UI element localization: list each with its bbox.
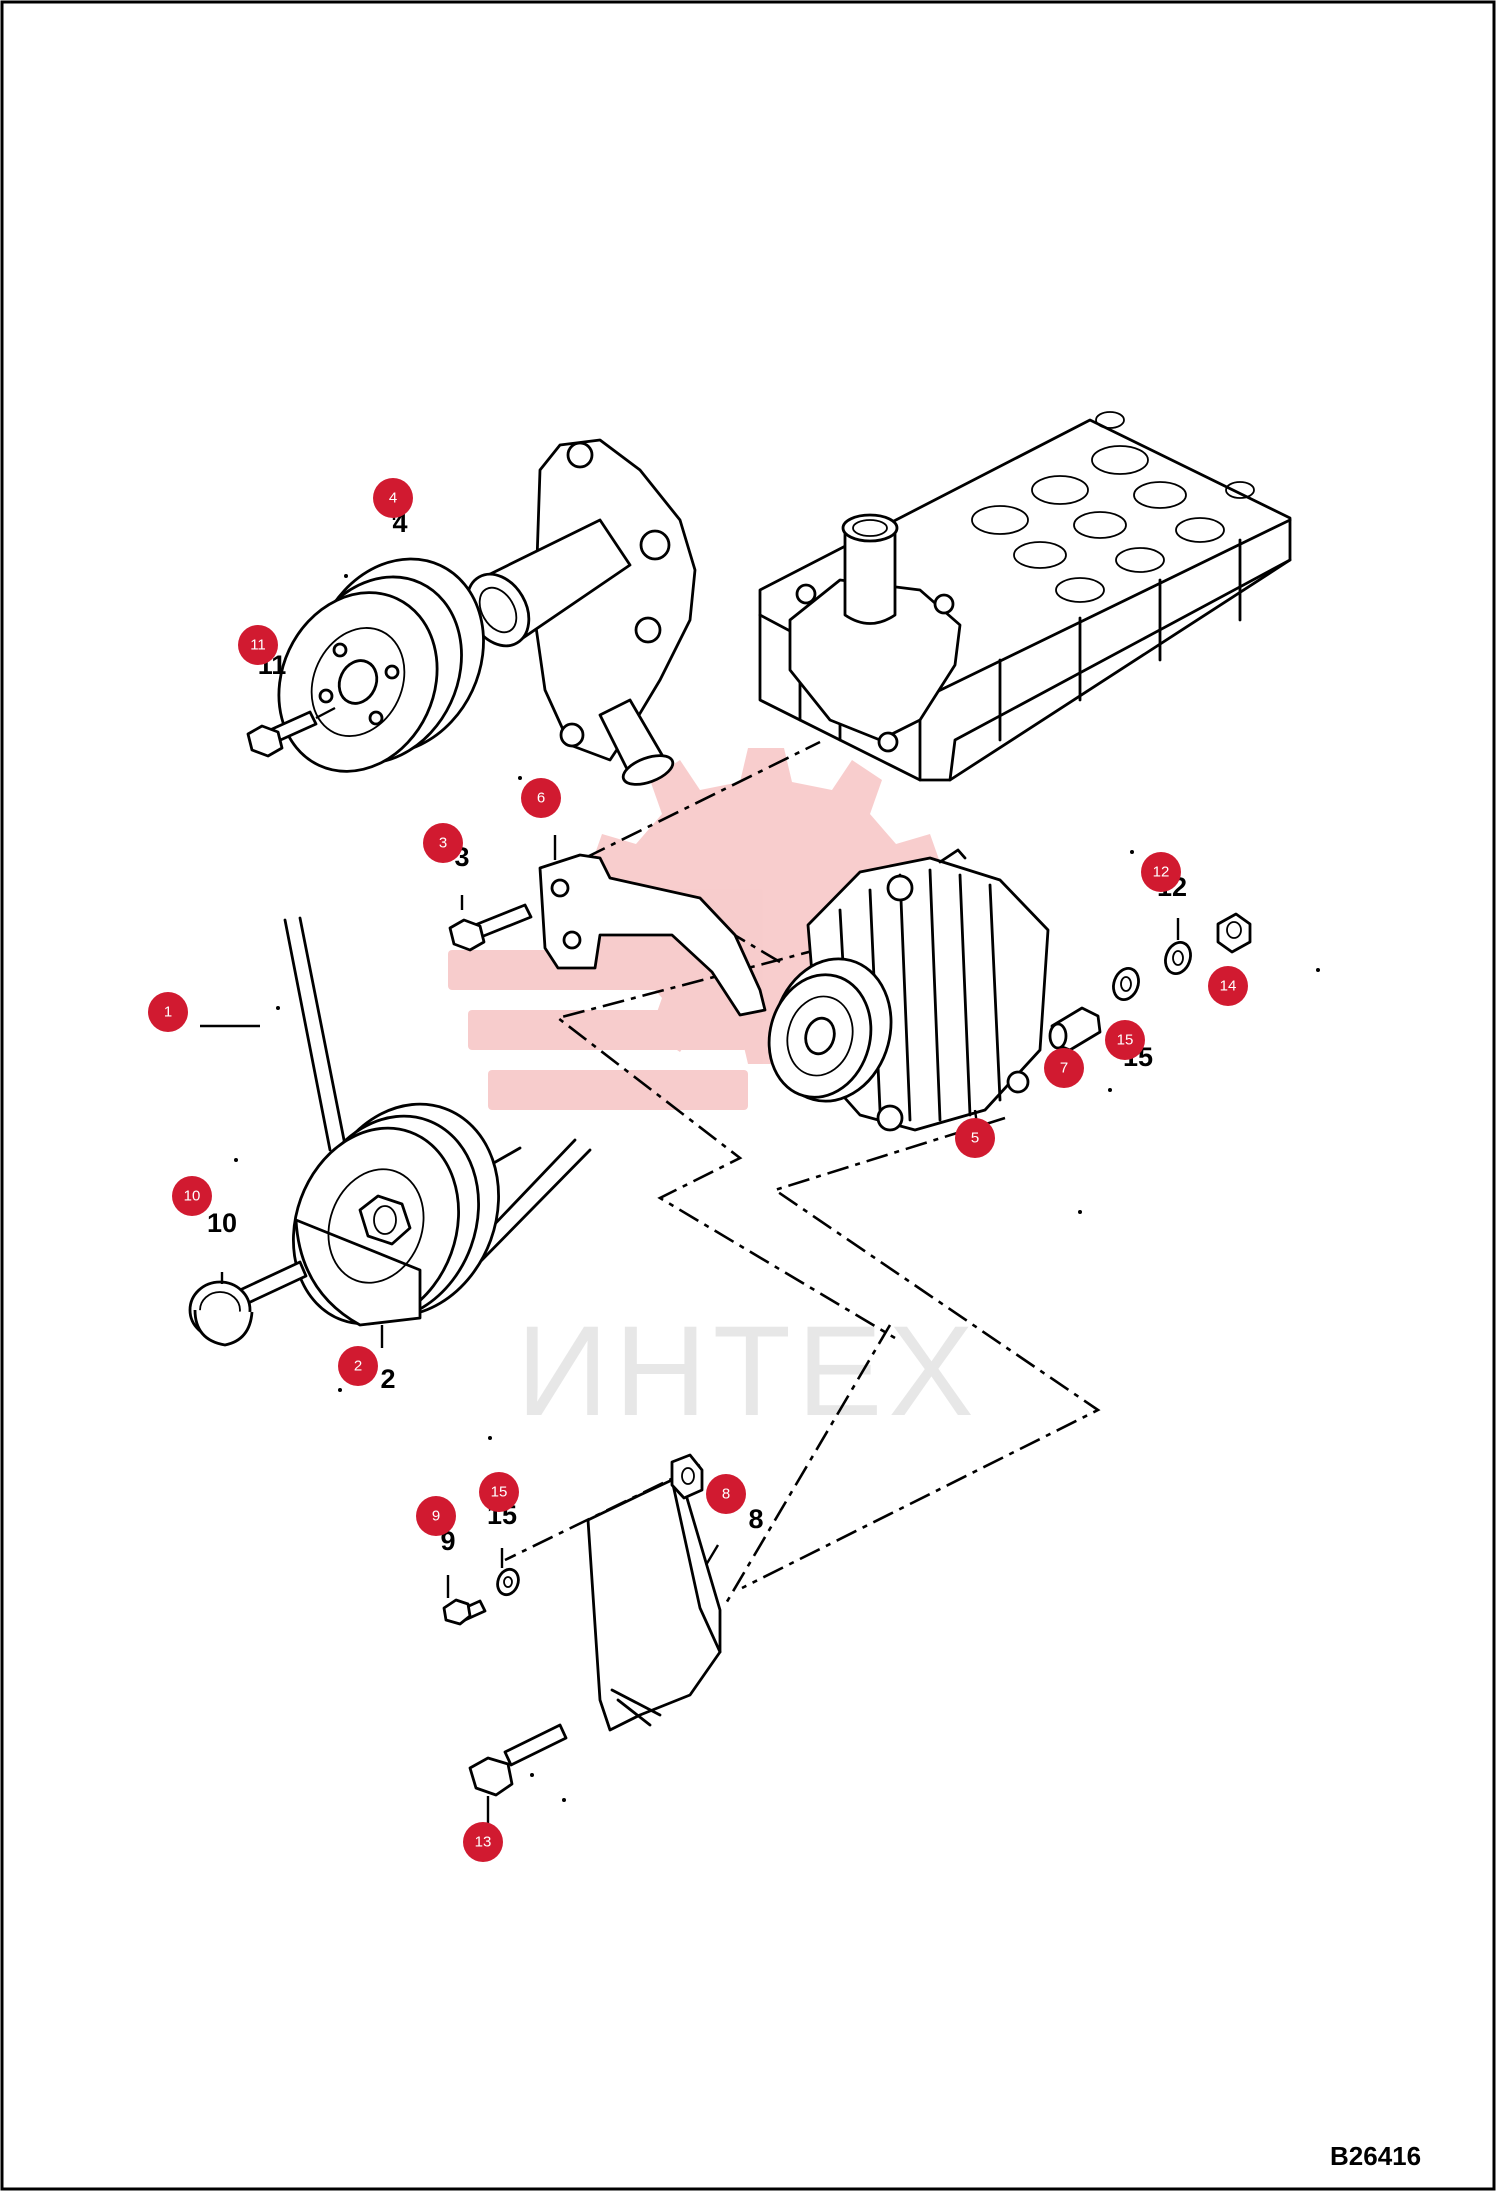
svg-text:15: 15 xyxy=(491,1484,508,1501)
watermark-text: ИНТЕХ xyxy=(516,1300,979,1443)
assembly-center-lines xyxy=(504,740,1101,1606)
bracket-bolt xyxy=(448,895,533,952)
thermostat-housing xyxy=(788,513,962,753)
callout-badge-5[interactable]: 5 xyxy=(955,1118,995,1158)
callout-badge-4[interactable]: 4 xyxy=(373,478,413,518)
alternator xyxy=(767,848,1050,1133)
svg-text:1: 1 xyxy=(164,1004,172,1021)
drawing-code: B26416 xyxy=(1330,2141,1421,2171)
crankshaft-pulley xyxy=(292,1102,500,1348)
callout-label-8: 8 xyxy=(748,1504,763,1534)
callout-label-2: 2 xyxy=(380,1364,395,1394)
callout-badge-15-upper[interactable]: 15 xyxy=(1105,1020,1145,1060)
callout-badge-3[interactable]: 3 xyxy=(423,823,463,863)
callout-badge-6[interactable]: 6 xyxy=(521,778,561,818)
svg-text:4: 4 xyxy=(389,490,397,507)
callout-badge-13[interactable]: 13 xyxy=(463,1822,503,1862)
callout-badge-1[interactable]: 1 xyxy=(148,992,188,1032)
svg-text:7: 7 xyxy=(1060,1060,1068,1077)
callout-badge-8[interactable]: 8 xyxy=(706,1474,746,1514)
svg-text:8: 8 xyxy=(722,1486,730,1503)
scan-dots xyxy=(234,574,1320,1802)
pulley-bolt xyxy=(246,706,336,758)
water-pump-pulley xyxy=(277,557,485,773)
svg-text:13: 13 xyxy=(475,1834,492,1851)
svg-text:5: 5 xyxy=(971,1130,979,1147)
water-pump-body xyxy=(465,438,697,786)
adjustment-bracket xyxy=(586,1453,722,1732)
svg-text:9: 9 xyxy=(432,1508,440,1525)
callout-badge-14[interactable]: 14 xyxy=(1208,966,1248,1006)
long-bolt xyxy=(468,1723,568,1828)
watermark: ИНТЕХ xyxy=(448,748,979,1443)
alternator-bracket xyxy=(538,835,767,1017)
svg-text:14: 14 xyxy=(1220,978,1237,995)
callout-badge-2[interactable]: 2 xyxy=(338,1346,378,1386)
svg-text:2: 2 xyxy=(354,1358,362,1375)
svg-text:3: 3 xyxy=(439,835,447,852)
callout-badge-10[interactable]: 10 xyxy=(172,1176,212,1216)
crankshaft-bolt xyxy=(188,1260,308,1347)
callout-label-10: 10 xyxy=(207,1208,237,1238)
bracket-small-hardware xyxy=(442,1548,520,1626)
callout-badge-15-lower[interactable]: 15 xyxy=(479,1472,519,1512)
svg-text:10: 10 xyxy=(184,1188,201,1205)
alternator-hardware xyxy=(1048,912,1252,1080)
svg-text:11: 11 xyxy=(250,637,266,654)
callout-badge-11[interactable]: 11 xyxy=(238,625,278,665)
callout-badge-12[interactable]: 12 xyxy=(1141,852,1181,892)
svg-text:12: 12 xyxy=(1153,864,1170,881)
callout-badge-7[interactable]: 7 xyxy=(1044,1048,1084,1088)
svg-text:15: 15 xyxy=(1117,1032,1134,1049)
callout-badge-9[interactable]: 9 xyxy=(416,1496,456,1536)
callout-badges: 1 2 3 4 5 6 7 8 9 10 11 12 13 14 15 15 xyxy=(148,478,1248,1862)
svg-text:6: 6 xyxy=(537,790,545,807)
